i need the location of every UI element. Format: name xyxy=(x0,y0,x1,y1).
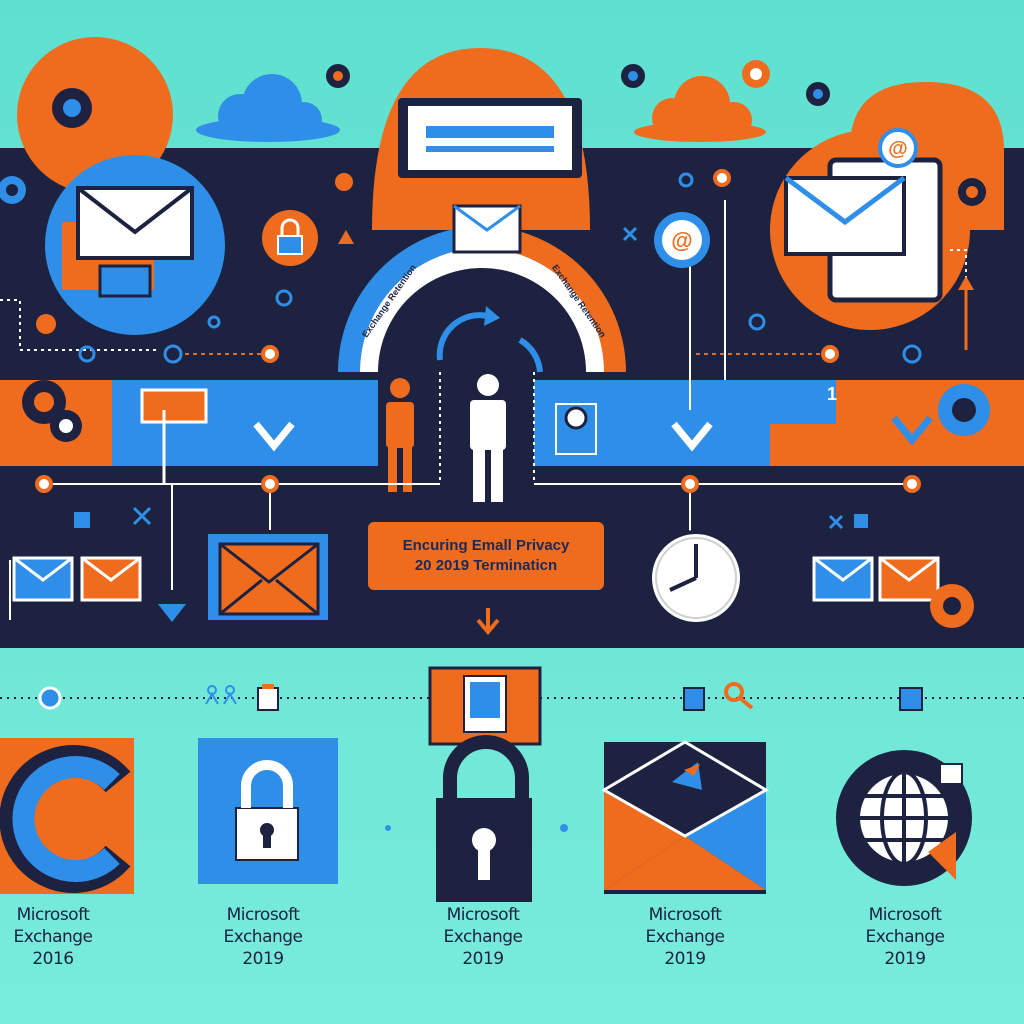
cloud-icon xyxy=(196,74,340,142)
svg-text:@: @ xyxy=(671,228,692,253)
at-sign-icon: @ xyxy=(878,128,918,168)
connector-node xyxy=(35,169,921,493)
step-number: 1 xyxy=(826,384,837,404)
envelope-icon xyxy=(80,556,142,602)
svg-text:@: @ xyxy=(888,138,908,160)
gear-icon xyxy=(0,60,986,334)
caption-exchange-2019-a: Microsoft Exchange 2019 xyxy=(223,905,303,969)
envelope-icon xyxy=(784,175,906,256)
lock-icon xyxy=(198,738,338,884)
gear-icon xyxy=(930,584,974,628)
envelope-icon xyxy=(208,534,328,620)
gear-icon xyxy=(938,384,990,436)
person-icon xyxy=(470,374,506,502)
gear-icon xyxy=(22,380,82,442)
caption-exchange-2019-d: Microsoft Exchange 2019 xyxy=(865,905,945,969)
banner-line2: 20 2019 Terminaticn xyxy=(414,557,558,574)
caption-exchange-2016: Microsoft Exchange 2016 xyxy=(13,905,93,969)
exchange-c-logo xyxy=(0,738,134,894)
lock-icon xyxy=(436,735,532,902)
envelope-icon xyxy=(12,556,74,602)
envelope-icon xyxy=(452,204,522,254)
clock-icon xyxy=(648,530,744,626)
envelope-icon xyxy=(601,740,769,894)
globe-icon xyxy=(836,750,972,886)
orange-blob-left xyxy=(17,37,173,193)
envelope-icon xyxy=(76,186,194,260)
envelope-icon xyxy=(878,556,940,602)
person-icon xyxy=(386,378,414,492)
caption-exchange-2019-c: Microsoft Exchange 2019 xyxy=(645,905,725,969)
document-icon xyxy=(257,684,279,711)
banner-line1: Encuring Emall Privacy xyxy=(402,537,570,554)
cloud-icon xyxy=(634,76,766,142)
gear-icon xyxy=(52,88,92,128)
document-icon xyxy=(683,687,705,711)
search-icon xyxy=(724,682,744,702)
caption-exchange-2019-b: Microsoft Exchange 2019 xyxy=(443,905,523,969)
envelope-icon xyxy=(812,556,874,602)
title-banner: Encuring Emall Privacy 20 2019 Terminati… xyxy=(368,522,604,590)
